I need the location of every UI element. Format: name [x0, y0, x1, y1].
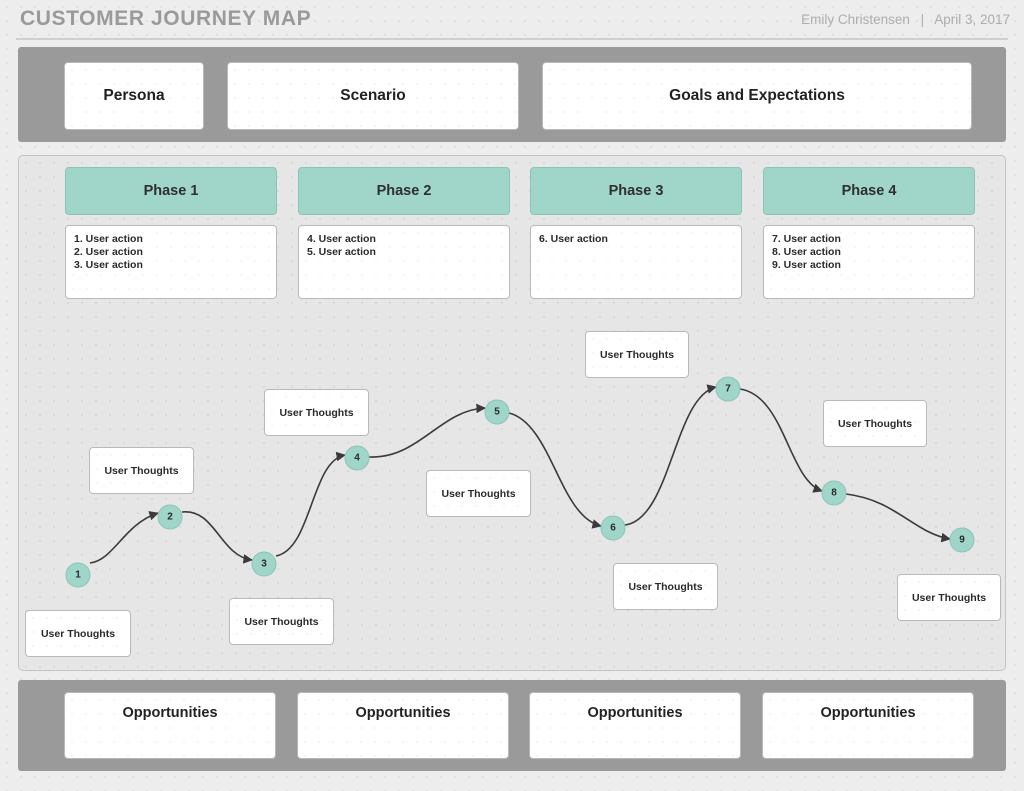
journey-segment-5-6 — [508, 412, 602, 529]
user-thoughts-box-6-label: User Thoughts — [599, 348, 675, 361]
scenario-card[interactable]: Scenario — [227, 62, 519, 130]
journey-node-7-label: 7 — [725, 384, 731, 395]
user-thoughts-box-3-label: User Thoughts — [244, 615, 319, 628]
document-date: April 3, 2017 — [934, 12, 1010, 27]
opportunities-card-1-label: Opportunities — [122, 705, 218, 721]
user-thoughts-box-9[interactable]: User Thoughts — [897, 574, 1001, 621]
opportunities-card-3[interactable]: Opportunities — [529, 692, 741, 759]
journey-node-6-label: 6 — [610, 523, 616, 534]
phase-header-3[interactable]: Phase 3 — [530, 167, 742, 215]
user-actions-box-1[interactable]: 1. User action 2. User action 3. User ac… — [65, 225, 277, 299]
journey-node-1-label: 1 — [75, 570, 81, 581]
journey-segment-8-9 — [845, 493, 951, 543]
phase-header-4[interactable]: Phase 4 — [763, 167, 975, 215]
header-meta: Emily Christensen | April 3, 2017 — [801, 12, 1010, 27]
phase-header-2-label: Phase 2 — [376, 183, 432, 199]
user-thoughts-box-3[interactable]: User Thoughts — [229, 598, 334, 645]
persona-card-label: Persona — [103, 87, 165, 104]
opportunities-card-2[interactable]: Opportunities — [297, 692, 509, 759]
journey-segment-7-8 — [739, 388, 823, 493]
user-thoughts-box-2-label: User Thoughts — [104, 464, 179, 477]
user-thoughts-box-4[interactable]: User Thoughts — [264, 389, 369, 436]
user-thoughts-box-1-label: User Thoughts — [40, 627, 116, 640]
user-actions-box-4[interactable]: 7. User action 8. User action 9. User ac… — [763, 225, 975, 299]
journey-segment-1-2 — [89, 511, 159, 564]
journey-segment-4-5 — [368, 403, 486, 458]
journey-node-1[interactable] — [65, 562, 91, 588]
user-action-item: 7. User action — [772, 233, 841, 245]
journey-node-9[interactable] — [949, 527, 975, 553]
journey-node-5[interactable] — [484, 399, 510, 425]
opportunities-card-2-label: Opportunities — [355, 705, 451, 721]
phase-header-3-label: Phase 3 — [608, 183, 664, 199]
journey-segment-6-7 — [624, 384, 717, 526]
journey-canvas: Phase 1 Phase 2 Phase 3 Phase 4 1. User … — [18, 155, 1006, 671]
scenario-card-label: Scenario — [340, 87, 406, 104]
journey-node-6[interactable] — [600, 515, 626, 541]
user-thoughts-box-1[interactable]: User Thoughts — [25, 610, 131, 657]
journey-node-2-label: 2 — [167, 512, 173, 523]
user-action-item: 6. User action — [539, 233, 608, 245]
user-action-item: 8. User action — [772, 246, 841, 258]
journey-node-8-label: 8 — [831, 488, 837, 499]
user-thoughts-box-8-label: User Thoughts — [837, 417, 913, 430]
journey-segment-2-3 — [181, 511, 253, 564]
journey-node-3-label: 3 — [261, 559, 267, 570]
user-action-item: 5. User action — [307, 246, 376, 258]
user-action-item: 9. User action — [772, 259, 841, 271]
journey-node-8[interactable] — [821, 480, 847, 506]
journey-node-5-label: 5 — [494, 407, 500, 418]
journey-nodes: 1 2 3 4 5 6 7 8 9 — [65, 376, 975, 588]
meta-separator: | — [920, 12, 925, 27]
journey-node-7[interactable] — [715, 376, 741, 402]
journey-node-4[interactable] — [344, 445, 370, 471]
opportunities-card-4[interactable]: Opportunities — [762, 692, 974, 759]
header-divider — [16, 38, 1008, 40]
user-action-item: 2. User action — [74, 246, 143, 258]
user-thoughts-box-8[interactable]: User Thoughts — [823, 400, 927, 447]
user-actions-box-2[interactable]: 4. User action 5. User action — [298, 225, 510, 299]
phase-header-1-label: Phase 1 — [143, 183, 199, 199]
goals-expectations-card-label: Goals and Expectations — [669, 87, 845, 104]
phase-header-1[interactable]: Phase 1 — [65, 167, 277, 215]
journey-node-3[interactable] — [251, 551, 277, 577]
journey-curve-diagram: 1 2 3 4 5 6 7 8 9 — [65, 376, 975, 588]
user-thoughts-box-6[interactable]: User Thoughts — [585, 331, 689, 378]
journey-path-group — [89, 384, 951, 564]
user-thoughts-box-7[interactable]: User Thoughts — [613, 563, 718, 610]
user-thoughts-box-5[interactable]: User Thoughts — [426, 470, 531, 517]
user-thoughts-box-9-label: User Thoughts — [911, 591, 987, 604]
phase-header-2[interactable]: Phase 2 — [298, 167, 510, 215]
journey-node-9-label: 9 — [959, 535, 965, 546]
opportunities-card-4-label: Opportunities — [820, 705, 916, 721]
opportunities-card-1[interactable]: Opportunities — [64, 692, 276, 759]
user-thoughts-box-2[interactable]: User Thoughts — [89, 447, 194, 494]
opportunities-card-3-label: Opportunities — [587, 705, 683, 721]
user-thoughts-box-7-label: User Thoughts — [628, 580, 703, 593]
page-header: CUSTOMER JOURNEY MAP Emily Christensen |… — [0, 0, 1024, 40]
persona-card[interactable]: Persona — [64, 62, 204, 130]
journey-node-2[interactable] — [157, 504, 183, 530]
goals-expectations-card[interactable]: Goals and Expectations — [542, 62, 972, 130]
user-actions-box-3[interactable]: 6. User action — [530, 225, 742, 299]
phase-header-4-label: Phase 4 — [841, 183, 897, 199]
journey-segment-3-4 — [275, 451, 346, 557]
user-action-item: 4. User action — [307, 233, 376, 245]
author-name: Emily Christensen — [801, 12, 910, 27]
journey-node-4-label: 4 — [354, 453, 360, 464]
user-thoughts-box-4-label: User Thoughts — [279, 406, 354, 419]
user-thoughts-box-5-label: User Thoughts — [441, 487, 516, 500]
user-action-item: 3. User action — [74, 259, 143, 271]
page-title: CUSTOMER JOURNEY MAP — [20, 7, 312, 30]
user-action-item: 1. User action — [74, 233, 143, 245]
